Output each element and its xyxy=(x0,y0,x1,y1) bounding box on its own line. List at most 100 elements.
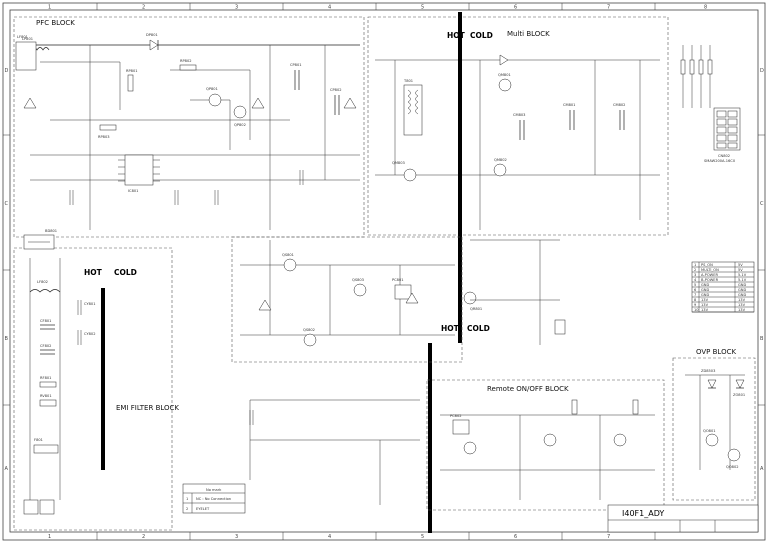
qp801-label: QP801 xyxy=(206,87,218,91)
qr801-label: QR801 xyxy=(470,307,482,311)
rp803-resistor: RP803 xyxy=(98,124,117,139)
bd801-bridge: BD801 xyxy=(23,229,57,250)
legend-desc: EYELET xyxy=(196,507,210,511)
column-label: 6 xyxy=(514,5,517,11)
column-label: 7 xyxy=(607,5,610,11)
cy802-capacitor: CY802 xyxy=(77,330,96,345)
qm803-transistor: QM803 xyxy=(392,161,417,182)
row-label: D xyxy=(760,68,764,74)
lf802-inductor: LF802 xyxy=(29,280,61,293)
pin-name: 13V xyxy=(701,303,709,307)
emi-filter-block: EMI FILTER BLOCK BD801 LF802 CF801 CF802… xyxy=(13,229,179,531)
cf802-label: CF802 xyxy=(40,344,51,348)
pin-name: GND xyxy=(701,293,709,297)
ic-small xyxy=(554,319,566,335)
t801-transformer: T801 xyxy=(403,79,423,136)
row-label: D xyxy=(5,68,9,74)
column-label: 1 xyxy=(48,534,51,540)
cn802-model: SMAW200A-16C0 xyxy=(704,159,736,163)
zd8503-zener: ZD8503 xyxy=(701,369,717,389)
column-label: 5 xyxy=(421,5,424,11)
pin-name: GND xyxy=(701,283,709,287)
cp802-label: CP802 xyxy=(330,88,342,92)
pin-value: 13V xyxy=(738,298,746,302)
column-label: 3 xyxy=(235,5,238,11)
multi-block-border xyxy=(367,16,669,236)
column-label: 4 xyxy=(328,534,331,540)
multi-block-title: Multi BLOCK xyxy=(507,30,550,38)
qm801-transistor: QM801 xyxy=(498,73,512,92)
ovp-block-border xyxy=(672,357,756,501)
rv801-varistor: RV801 xyxy=(39,394,57,407)
qo802-transistor: QO802 xyxy=(726,448,741,469)
emi-block-title: EMI FILTER BLOCK xyxy=(116,404,179,412)
hot-label: HOT xyxy=(441,324,460,333)
dp801-label: DP801 xyxy=(146,33,158,37)
rp803-label: RP803 xyxy=(98,135,110,139)
pin-name: 13V xyxy=(701,308,709,312)
bd801-label: BD801 xyxy=(45,229,57,233)
sheet-inner-border xyxy=(9,9,759,533)
no-mark-legend: No mark 1 NC : No Connection 2 EYELET xyxy=(182,483,246,514)
pin-number: 7 xyxy=(694,293,696,297)
rp802-label: RP802 xyxy=(180,59,192,63)
qp802-label: QP802 xyxy=(234,123,246,127)
column-label: 5 xyxy=(421,534,424,540)
remote-block: Remote ON/OFF BLOCK PC802 xyxy=(426,379,665,511)
rv801-label: RV801 xyxy=(40,394,52,398)
column-label: 8 xyxy=(704,5,707,11)
cm802-capacitor: CM802 xyxy=(613,103,625,130)
pfc-bottom-caps xyxy=(69,170,304,205)
cp801-label: CP801 xyxy=(290,63,302,67)
row-label: B xyxy=(760,336,764,342)
pin-value: 13V xyxy=(738,308,746,312)
pin-number: 3 xyxy=(694,273,696,277)
ovp-block: OVP BLOCK ZD8503 ZO801 QO801 QO802 xyxy=(672,348,756,501)
qr801-transistor: QR801 xyxy=(463,291,482,311)
pin-name: MULTI_ON xyxy=(701,268,719,272)
standby-area: QS801 QS802 QS803 QR801 PC801 xyxy=(231,236,482,363)
column-label: 2 xyxy=(142,5,145,11)
remote-block-title: Remote ON/OFF BLOCK xyxy=(487,385,569,393)
pin-number: 10 xyxy=(694,308,699,312)
hot-label: HOT xyxy=(447,31,466,40)
cm803-label: CM803 xyxy=(513,113,525,117)
ic801-label: IC801 xyxy=(128,189,138,193)
pin-value: 5.1V xyxy=(738,278,747,282)
legend-id: 2 xyxy=(186,507,188,511)
cold-label: COLD xyxy=(114,268,137,277)
remote-transistor-icon xyxy=(543,433,557,447)
rf801-label: RF801 xyxy=(40,376,51,380)
qm803-label: QM803 xyxy=(392,161,405,165)
hot-label: HOT xyxy=(84,268,103,277)
pin-name: PS_ON xyxy=(701,263,713,267)
cm802-label: CM802 xyxy=(613,103,625,107)
rp801-label: RP801 xyxy=(126,69,138,73)
cm803-capacitor: CM803 xyxy=(513,113,525,140)
qm802-transistor: QM802 xyxy=(493,158,507,177)
pin-value: 5V xyxy=(738,268,743,272)
cn802-label: CN802 xyxy=(718,154,730,158)
qo802-label: QO802 xyxy=(726,465,739,469)
pin-number: 2 xyxy=(694,268,696,272)
cn802-connector: CN802 SMAW200A-16C0 xyxy=(680,45,741,163)
legend-desc: NC : No Connection xyxy=(196,497,231,501)
remote-block-border xyxy=(426,379,665,511)
title-block: I40F1_ADY xyxy=(607,504,759,533)
pfc-block-border xyxy=(13,16,365,238)
zd8503-label: ZD8503 xyxy=(701,369,715,373)
row-markers: D C B A D C B A xyxy=(3,68,765,472)
ic801-chip: IC801 xyxy=(118,154,160,193)
qs803-label: QS803 xyxy=(352,278,364,282)
row-label: C xyxy=(5,201,9,207)
cf802-capacitor: CF802 xyxy=(40,344,55,355)
pin-number: 8 xyxy=(694,298,697,302)
cp801-capacitor: CP801 xyxy=(290,63,302,90)
cm801-capacitor: CM801 xyxy=(563,103,575,130)
pin-value: GND xyxy=(738,293,746,297)
